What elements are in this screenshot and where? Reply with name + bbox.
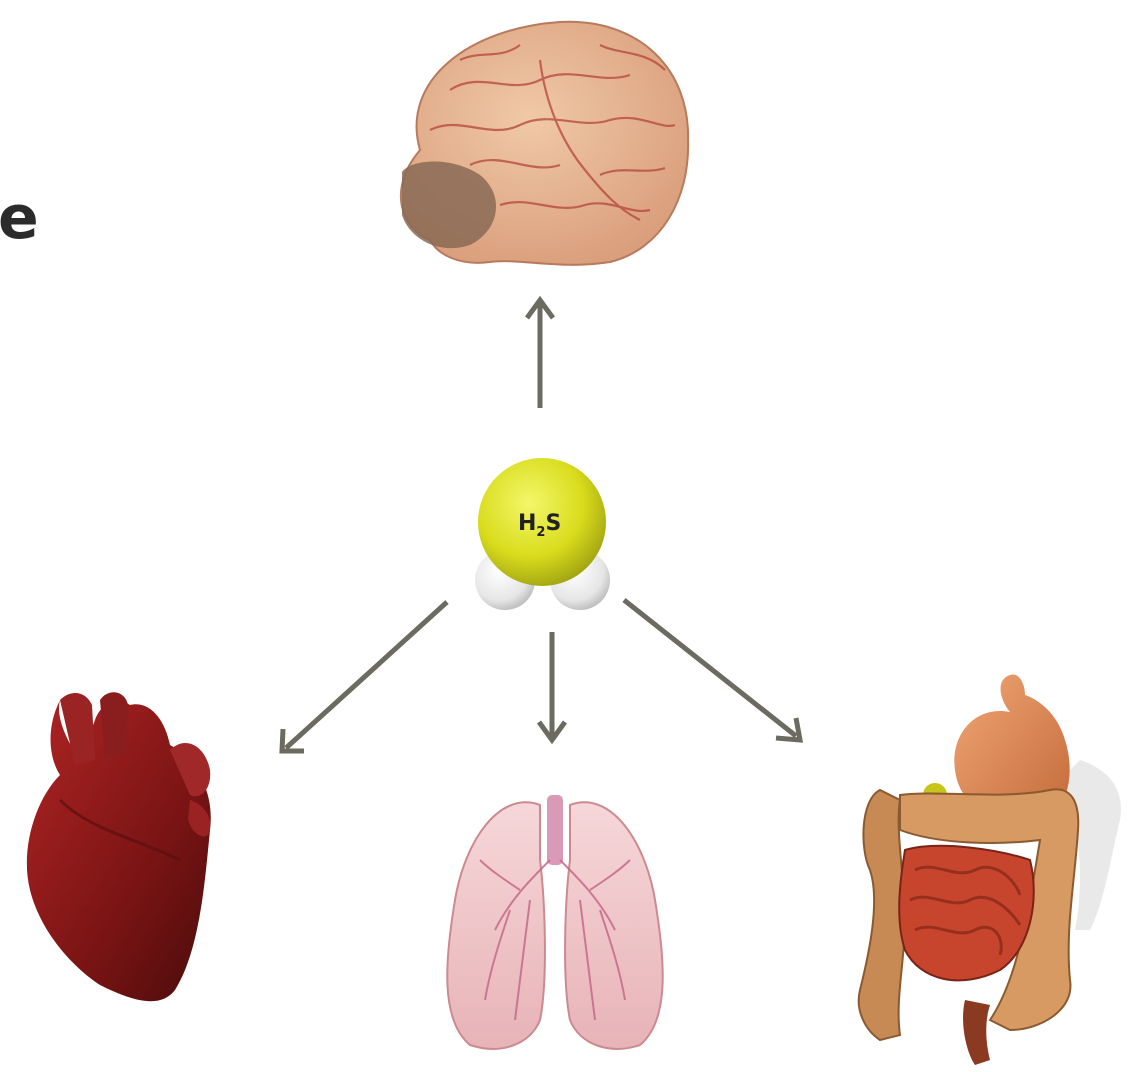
arrow-to-digestive [624, 600, 796, 736]
heart-icon [27, 692, 211, 1001]
lungs-icon [447, 795, 662, 1049]
digestive-system-icon [859, 675, 1121, 1065]
molecule-formula-sub: 2 [536, 525, 545, 540]
molecule-formula-main: H [518, 511, 536, 536]
h2s-molecule-icon: H2S [475, 458, 610, 610]
molecule-formula-end: S [545, 511, 561, 536]
brain-icon [401, 22, 688, 265]
arrow-to-heart [286, 602, 447, 748]
